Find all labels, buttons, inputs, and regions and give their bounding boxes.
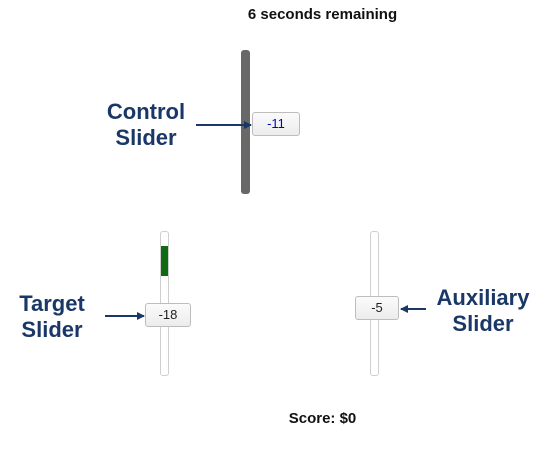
- auxiliary-slider-handle[interactable]: -5: [355, 296, 399, 320]
- auxiliary-slider-label-line1: Auxiliary: [436, 285, 530, 310]
- target-slider-value: -18: [158, 307, 178, 322]
- target-slider-label-line2: Slider: [21, 317, 83, 342]
- target-zone-indicator: [161, 246, 168, 276]
- control-slider-value: -11: [267, 116, 285, 131]
- auxiliary-slider-value: -5: [371, 300, 383, 315]
- score-text: Score: $0: [288, 410, 357, 427]
- timer-text: 6 seconds remaining: [247, 6, 398, 23]
- control-slider-callout: Control Slider: [98, 99, 194, 151]
- target-slider-handle[interactable]: -18: [145, 303, 191, 327]
- auxiliary-slider-label-line2: Slider: [452, 311, 514, 336]
- control-slider-label-line1: Control: [106, 99, 186, 124]
- control-slider-handle[interactable]: -11: [252, 112, 300, 136]
- target-slider-label-line1: Target: [19, 291, 85, 316]
- target-slider-callout: Target Slider: [4, 291, 100, 343]
- control-slider-label-line2: Slider: [115, 125, 177, 150]
- auxiliary-slider-callout: Auxiliary Slider: [425, 285, 541, 337]
